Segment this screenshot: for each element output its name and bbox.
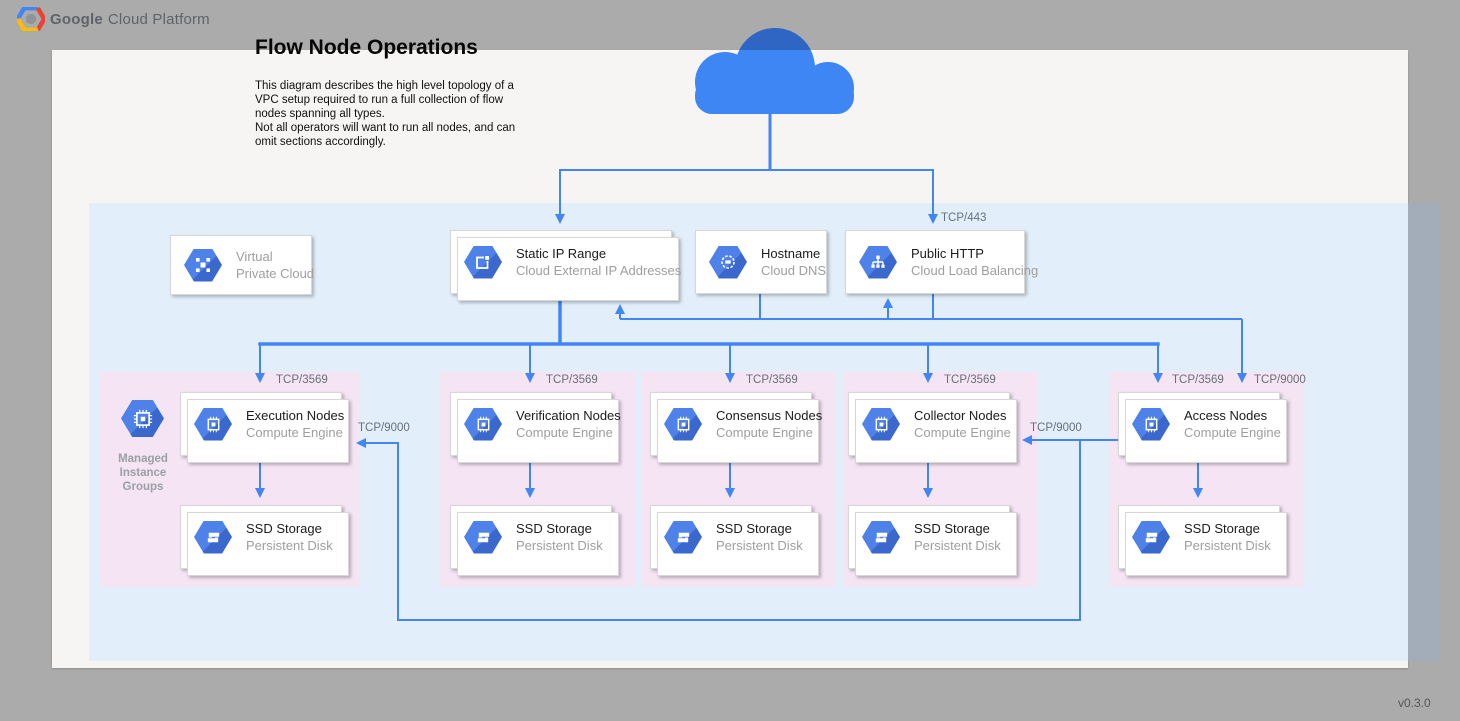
gcp-logo-icon [17,7,45,31]
card-verification-nodes: Verification Nodes Compute Engine [450,392,621,463]
card-subtitle: Persistent Disk [716,538,803,553]
edge-label-tcp443: TCP/443 [941,212,987,224]
persistent-disk-icon [664,520,702,554]
edge-label-tcp3569-verification: TCP/3569 [546,374,598,386]
card-consensus-nodes: Consensus Nodes Compute Engine [650,392,823,463]
card-subtitle: Cloud External IP Addresses [516,263,682,278]
card-title: Static IP Range [516,246,607,261]
internet-cloud-icon [695,28,854,114]
card-collector-ssd: SSD Storage Persistent Disk [848,505,1017,576]
card-title: Collector Nodes [914,408,1007,423]
vpc-icon [184,248,222,282]
card-subtitle: Private Cloud [236,266,315,281]
card-title: SSD Storage [914,521,990,536]
persistent-disk-icon [1132,520,1170,554]
cloud-dns-icon [709,245,747,279]
card-title: SSD Storage [1184,521,1260,536]
card-subtitle: Compute Engine [246,425,343,440]
card-title: Access Nodes [1184,408,1268,423]
external-ip-icon [464,245,502,279]
card-subtitle: Compute Engine [716,425,813,440]
card-subtitle: Persistent Disk [1184,538,1271,553]
load-balancing-icon [859,245,897,279]
card-title: Virtual [236,249,273,264]
card-verification-ssd: SSD Storage Persistent Disk [450,505,619,576]
edge-label-tcp9000-access: TCP/9000 [1254,374,1306,386]
compute-engine-icon [1132,407,1170,441]
card-title: SSD Storage [246,521,322,536]
card-subtitle: Cloud DNS [761,263,827,278]
card-virtual-private-cloud: Virtual Private Cloud [170,235,315,295]
edge-label-tcp3569-execution: TCP/3569 [276,374,328,386]
card-title: Hostname [761,246,821,261]
card-execution-ssd: SSD Storage Persistent Disk [180,505,349,576]
persistent-disk-icon [194,520,232,554]
card-subtitle: Persistent Disk [914,538,1001,553]
card-subtitle: Compute Engine [914,425,1011,440]
card-title: Verification Nodes [516,408,621,423]
card-hostname: Hostname Cloud DNS [695,230,827,294]
card-title: SSD Storage [516,521,592,536]
card-public-http: Public HTTP Cloud Load Balancing [845,230,1039,294]
brand-cloud-platform: Cloud Platform [107,11,210,28]
page-description: This diagram describes the high level to… [255,80,516,148]
edge-label-tcp9000-execution: TCP/9000 [358,422,410,434]
persistent-disk-icon [464,520,502,554]
card-consensus-ssd: SSD Storage Persistent Disk [650,505,819,576]
card-subtitle: Persistent Disk [516,538,603,553]
card-access-ssd: SSD Storage Persistent Disk [1118,505,1287,576]
card-static-ip-range: Static IP Range Cloud External IP Addres… [450,230,682,301]
managed-instance-groups-label: Managed Instance Groups [118,453,168,493]
card-subtitle: Compute Engine [516,425,613,440]
version-label: v0.3.0 [1398,696,1431,710]
card-subtitle: Compute Engine [1184,425,1281,440]
edge-label-tcp9000-collector: TCP/9000 [1030,422,1082,434]
brand-google: Google [50,11,103,28]
edge-label-tcp3569-consensus: TCP/3569 [746,374,798,386]
card-execution-nodes: Execution Nodes Compute Engine [180,392,349,463]
page-title: Flow Node Operations [255,36,478,59]
compute-engine-icon [862,407,900,441]
persistent-disk-icon [862,520,900,554]
compute-engine-icon [464,407,502,441]
card-title: Execution Nodes [246,408,345,423]
compute-engine-icon [194,407,232,441]
card-subtitle: Persistent Disk [246,538,333,553]
edge-label-tcp3569-access: TCP/3569 [1172,374,1224,386]
card-title: Consensus Nodes [716,408,823,423]
card-access-nodes: Access Nodes Compute Engine [1118,392,1287,463]
edge-label-tcp3569-collector: TCP/3569 [944,374,996,386]
card-title: Public HTTP [911,246,984,261]
card-collector-nodes: Collector Nodes Compute Engine [848,392,1017,463]
vpc-region-overflow [1408,203,1439,661]
card-subtitle: Cloud Load Balancing [911,263,1039,278]
card-title: SSD Storage [716,521,792,536]
compute-engine-icon [664,407,702,441]
